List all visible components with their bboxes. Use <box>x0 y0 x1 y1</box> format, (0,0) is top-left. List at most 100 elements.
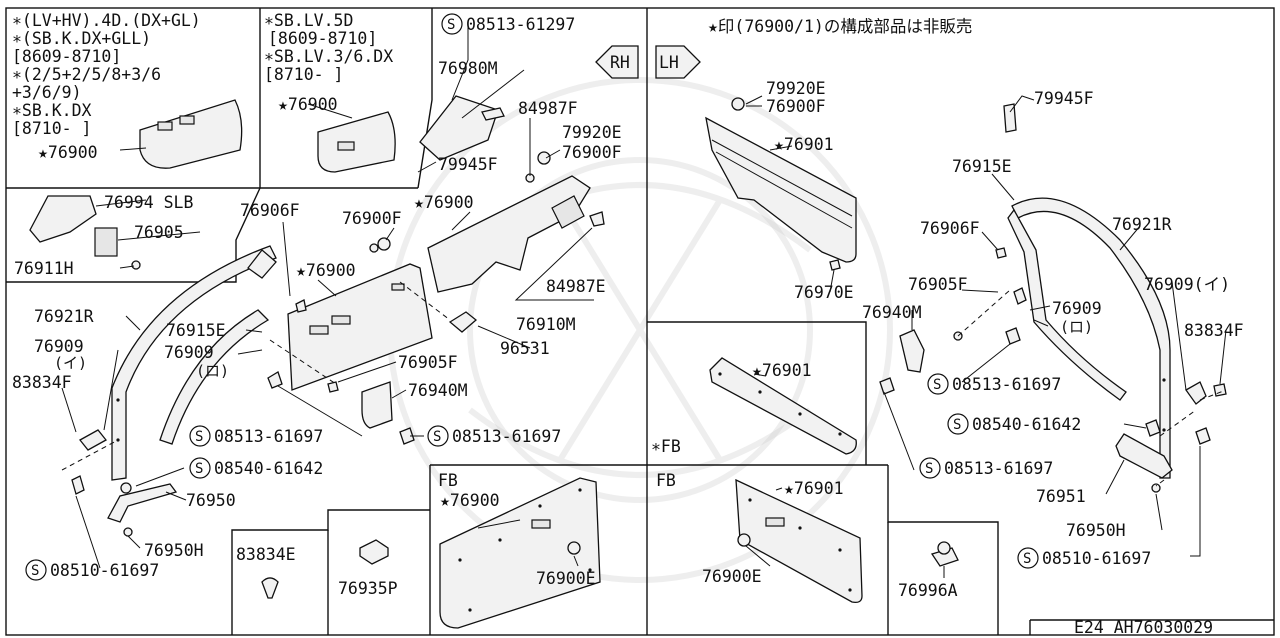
clip-76935p <box>359 539 389 565</box>
quarter-trim-76910m <box>427 175 591 293</box>
part-label: 76915E <box>166 321 226 340</box>
door-trim-small-a <box>139 99 243 169</box>
part-label: 83834E <box>236 545 296 564</box>
part-label: 08513-61697 <box>452 427 561 446</box>
lh-arrow-icon: LH <box>655 45 701 79</box>
part-label: ★76901 <box>784 479 844 498</box>
part-label: 76940M <box>862 303 922 322</box>
note-line: ∗SB.LV.3/6.DX <box>264 47 393 66</box>
lh-label: LH <box>659 53 679 72</box>
note-line: ∗SB.K.DX <box>12 101 92 120</box>
part-label: 76915E <box>952 157 1012 176</box>
door-trim-76900-main <box>287 263 433 391</box>
frame-lines <box>5 7 1275 636</box>
fb-trim-76901 <box>735 478 863 604</box>
part-label: 76996A <box>898 581 958 600</box>
s-symbol-letter: S <box>433 429 441 445</box>
part-label: (ロ) <box>196 362 229 380</box>
part-label: 08510-61697 <box>50 561 159 580</box>
s-symbol-letter: S <box>447 17 455 33</box>
part-label: 76905 <box>134 223 184 242</box>
note-line: [8710- ] <box>264 65 343 84</box>
part-label: 79945F <box>438 155 498 174</box>
labels-left: ★76900 ★76900 76994 SLB 76905 76911H 085… <box>12 15 622 598</box>
note-line: ∗SB.LV.5D <box>264 11 353 30</box>
s-symbol-letter: S <box>933 377 941 393</box>
part-label: 08510-61697 <box>1042 549 1151 568</box>
part-label: 76900F <box>766 97 826 116</box>
part-label: 84987F <box>518 99 578 118</box>
handle-bracket-76980m <box>419 95 499 161</box>
fb-trim-76900 <box>439 477 601 629</box>
part-label: 84987E <box>546 277 606 296</box>
panel-hole-dots <box>116 372 1166 612</box>
note-line: ∗(2/5+2/5/8+3/6 <box>12 65 161 84</box>
trim-panel-76901-mid <box>709 357 857 455</box>
part-label: 08513-61297 <box>466 15 575 34</box>
part-label: ★76900 <box>38 143 98 162</box>
footer-code: E24 AH76030029 <box>1074 618 1213 637</box>
part-label: 76906F <box>920 219 980 238</box>
note-line: [8710- ] <box>12 119 91 138</box>
dashed-guides-left <box>61 281 451 471</box>
part-label: 76900E <box>702 567 762 586</box>
s-symbol-icon: S <box>441 13 463 35</box>
pad-79945f-right <box>1003 103 1017 133</box>
part-label: 08540-61642 <box>972 415 1081 434</box>
part-label: 76911H <box>14 259 74 278</box>
part-label: 83834F <box>1184 321 1244 340</box>
leader-lines-left <box>61 24 594 569</box>
dashed-guides-right <box>957 289 1227 487</box>
part-label: 76994 SLB <box>104 193 193 212</box>
part-label: 76951 <box>1036 487 1086 506</box>
part-label: (イ) <box>54 354 87 372</box>
screw-icons-left <box>71 107 605 555</box>
labels-right: 79920E 76900F ★76901 79945F 76915E 76906… <box>702 79 1244 600</box>
part-label: 76980M <box>438 59 498 78</box>
s-symbol-icon: S <box>927 373 949 395</box>
part-label: 79945F <box>1034 89 1094 108</box>
fb-box-label: FB <box>656 471 676 490</box>
s-symbol-letter: S <box>31 563 39 579</box>
fb-star-note: ∗FB <box>651 437 681 456</box>
pad-96531 <box>448 311 478 333</box>
part-label: 08513-61697 <box>214 427 323 446</box>
s-symbol-letter: S <box>195 429 203 445</box>
part-label: 76970E <box>794 283 854 302</box>
part-label: 79920E <box>562 123 622 142</box>
note-top-left: ∗(LV+HV).4D.(DX+GL) ∗(SB.K.DX+GLL) [8609… <box>12 11 201 138</box>
s-symbol-letter: S <box>195 461 203 477</box>
part-label: 76909 <box>34 337 84 356</box>
part-label: 76900F <box>562 143 622 162</box>
part-label: 76906F <box>240 201 300 220</box>
part-label: 79920E <box>766 79 826 98</box>
clip-76996a <box>930 541 959 567</box>
note-line: ∗(SB.K.DX+GLL) <box>12 29 151 48</box>
part-label: 83834F <box>12 373 72 392</box>
s-symbols: S S S S S S S S S <box>25 13 1039 581</box>
weatherstrip-left <box>111 245 277 481</box>
s-symbol-icon: S <box>189 457 211 479</box>
s-symbol-letter: S <box>1023 551 1031 567</box>
fb-box-label: FB <box>438 471 458 490</box>
part-label: 76921R <box>1112 215 1172 234</box>
s-symbol-icon: S <box>1017 547 1039 569</box>
part-label: 76921R <box>34 307 94 326</box>
part-label: 76909 <box>164 343 214 362</box>
part-label: 76935P <box>338 579 398 598</box>
part-label: 76950H <box>144 541 204 560</box>
part-label: ★76901 <box>774 135 834 154</box>
pad-76940m-right <box>899 329 925 373</box>
s-symbol-icon: S <box>25 559 47 581</box>
part-label: 08513-61697 <box>952 375 1061 394</box>
retainer-83834f-left <box>79 429 107 451</box>
part-label: 96531 <box>500 339 550 358</box>
part-label: 76950H <box>1066 521 1126 540</box>
s-symbol-icon: S <box>189 425 211 447</box>
part-label: 76905F <box>398 353 458 372</box>
pad-76940m <box>361 381 393 429</box>
part-label: ★76900 <box>278 95 338 114</box>
s-symbol-icon: S <box>919 457 941 479</box>
